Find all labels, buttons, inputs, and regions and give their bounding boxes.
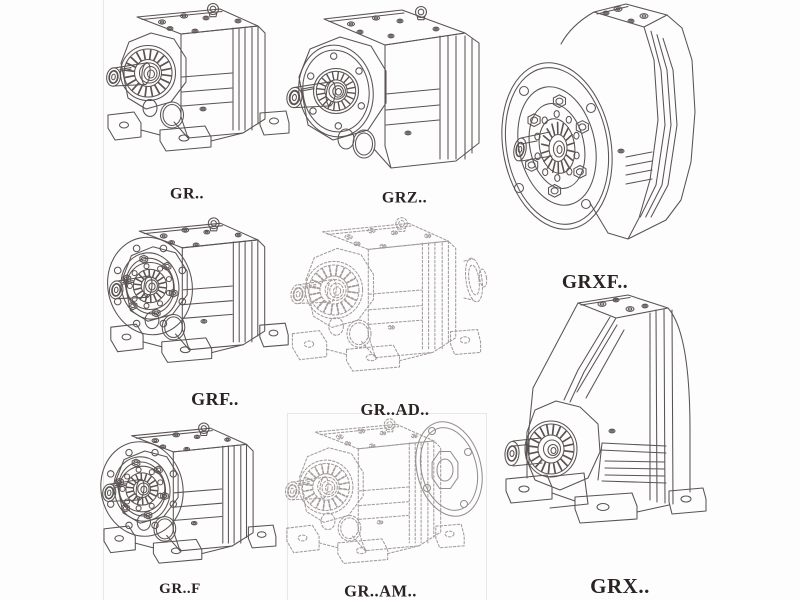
- svg-text:GR..AM..: GR..AM..: [344, 582, 417, 600]
- svg-text:GRZ..: GRZ..: [382, 190, 427, 207]
- svg-text:GRF..: GRF..: [191, 389, 239, 409]
- svg-text:GRX..: GRX..: [590, 574, 650, 598]
- svg-text:GR..AD..: GR..AD..: [360, 400, 429, 419]
- svg-text:GR..: GR..: [170, 186, 204, 203]
- svg-text:GR..F: GR..F: [159, 581, 201, 597]
- svg-text:GRXF..: GRXF..: [562, 272, 628, 293]
